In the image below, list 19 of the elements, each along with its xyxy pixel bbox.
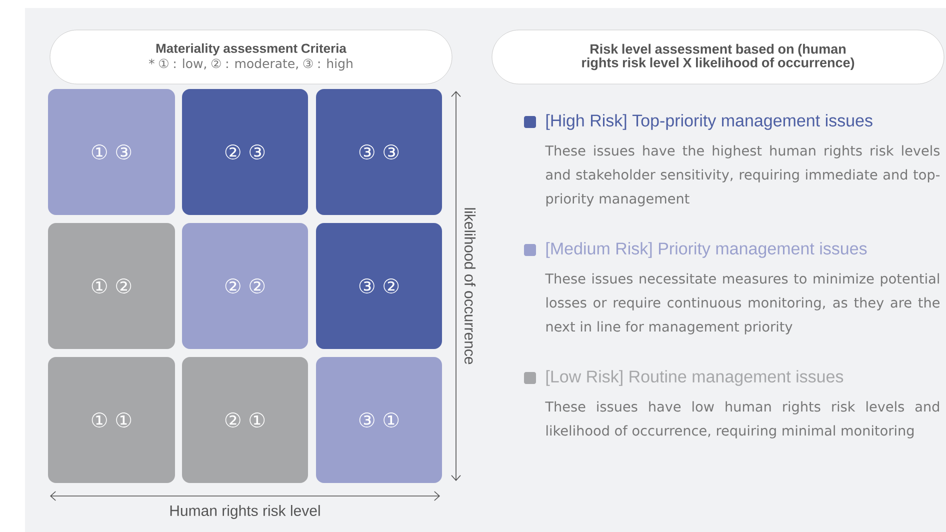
matrix-cell: ① ①: [48, 357, 175, 483]
matrix-cell: ① ③: [48, 89, 175, 215]
description-text: These issues necessitate measures to minimize potential losses or require continuous monitoring, as they are the next in line for management priority: [545, 273, 940, 334]
axis-label: likelihood of occurrence: [464, 208, 476, 364]
legend-heading: [High Risk] Top-priority management issues: [546, 114, 872, 130]
description-text: These issues have the highest human rights risk levels and stakeholder sensitivity, requiring immediate and top-priority management: [545, 145, 940, 206]
legend-heading: [Low Risk] Routine management issues: [546, 370, 844, 386]
header-pill: Risk level assessment based on (human rights risk level X likelihood of occurrence): [492, 30, 944, 84]
matrix-cell: ③ ①: [316, 357, 442, 483]
matrix-cell: ② ②: [182, 223, 308, 349]
header-pill: Materiality assessment Criteria * ① : low, ② : moderate, ③ : high: [50, 30, 452, 84]
description-text: These issues have low human rights risk levels and likelihood of occurrence, requiring minimal monitoring: [545, 401, 939, 438]
matrix-cell: ② ①: [182, 357, 308, 483]
matrix-cell: ① ②: [48, 223, 175, 349]
legend-heading: [Medium Risk] Priority management issues: [546, 242, 867, 258]
matrix-cell: ② ③: [182, 89, 308, 215]
axis-label: Human rights risk level: [170, 505, 320, 519]
matrix-cell: ③ ③: [316, 89, 442, 215]
matrix-cell: ③ ②: [316, 223, 442, 349]
